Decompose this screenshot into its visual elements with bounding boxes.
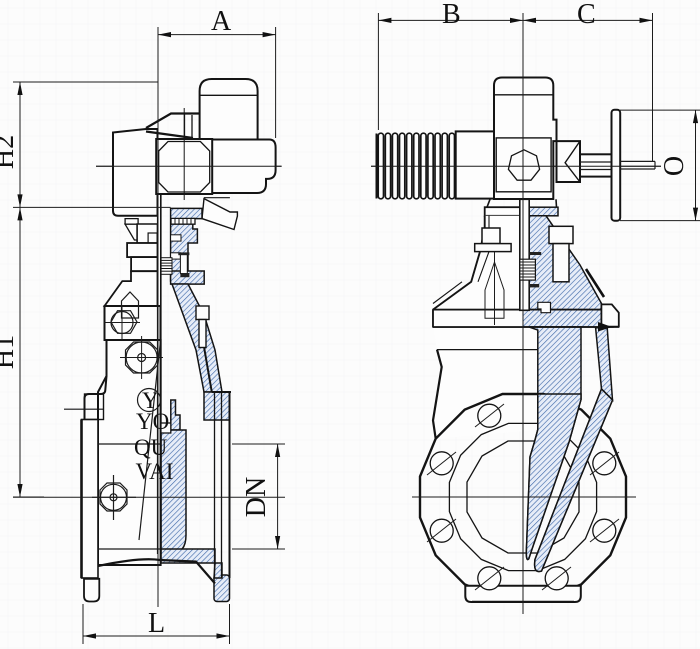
svg-text:B: B — [442, 0, 461, 30]
svg-text:O: O — [659, 156, 690, 176]
svg-text:L: L — [148, 608, 165, 639]
svg-text:A: A — [211, 6, 232, 37]
svg-text:C: C — [577, 0, 596, 30]
svg-text:Y: Y — [142, 388, 159, 413]
svg-text:H1: H1 — [0, 335, 20, 369]
svg-text:H2: H2 — [0, 135, 20, 169]
svg-text:QU: QU — [134, 435, 168, 460]
svg-text:VAI: VAI — [136, 459, 174, 484]
svg-text:YO: YO — [136, 409, 169, 434]
